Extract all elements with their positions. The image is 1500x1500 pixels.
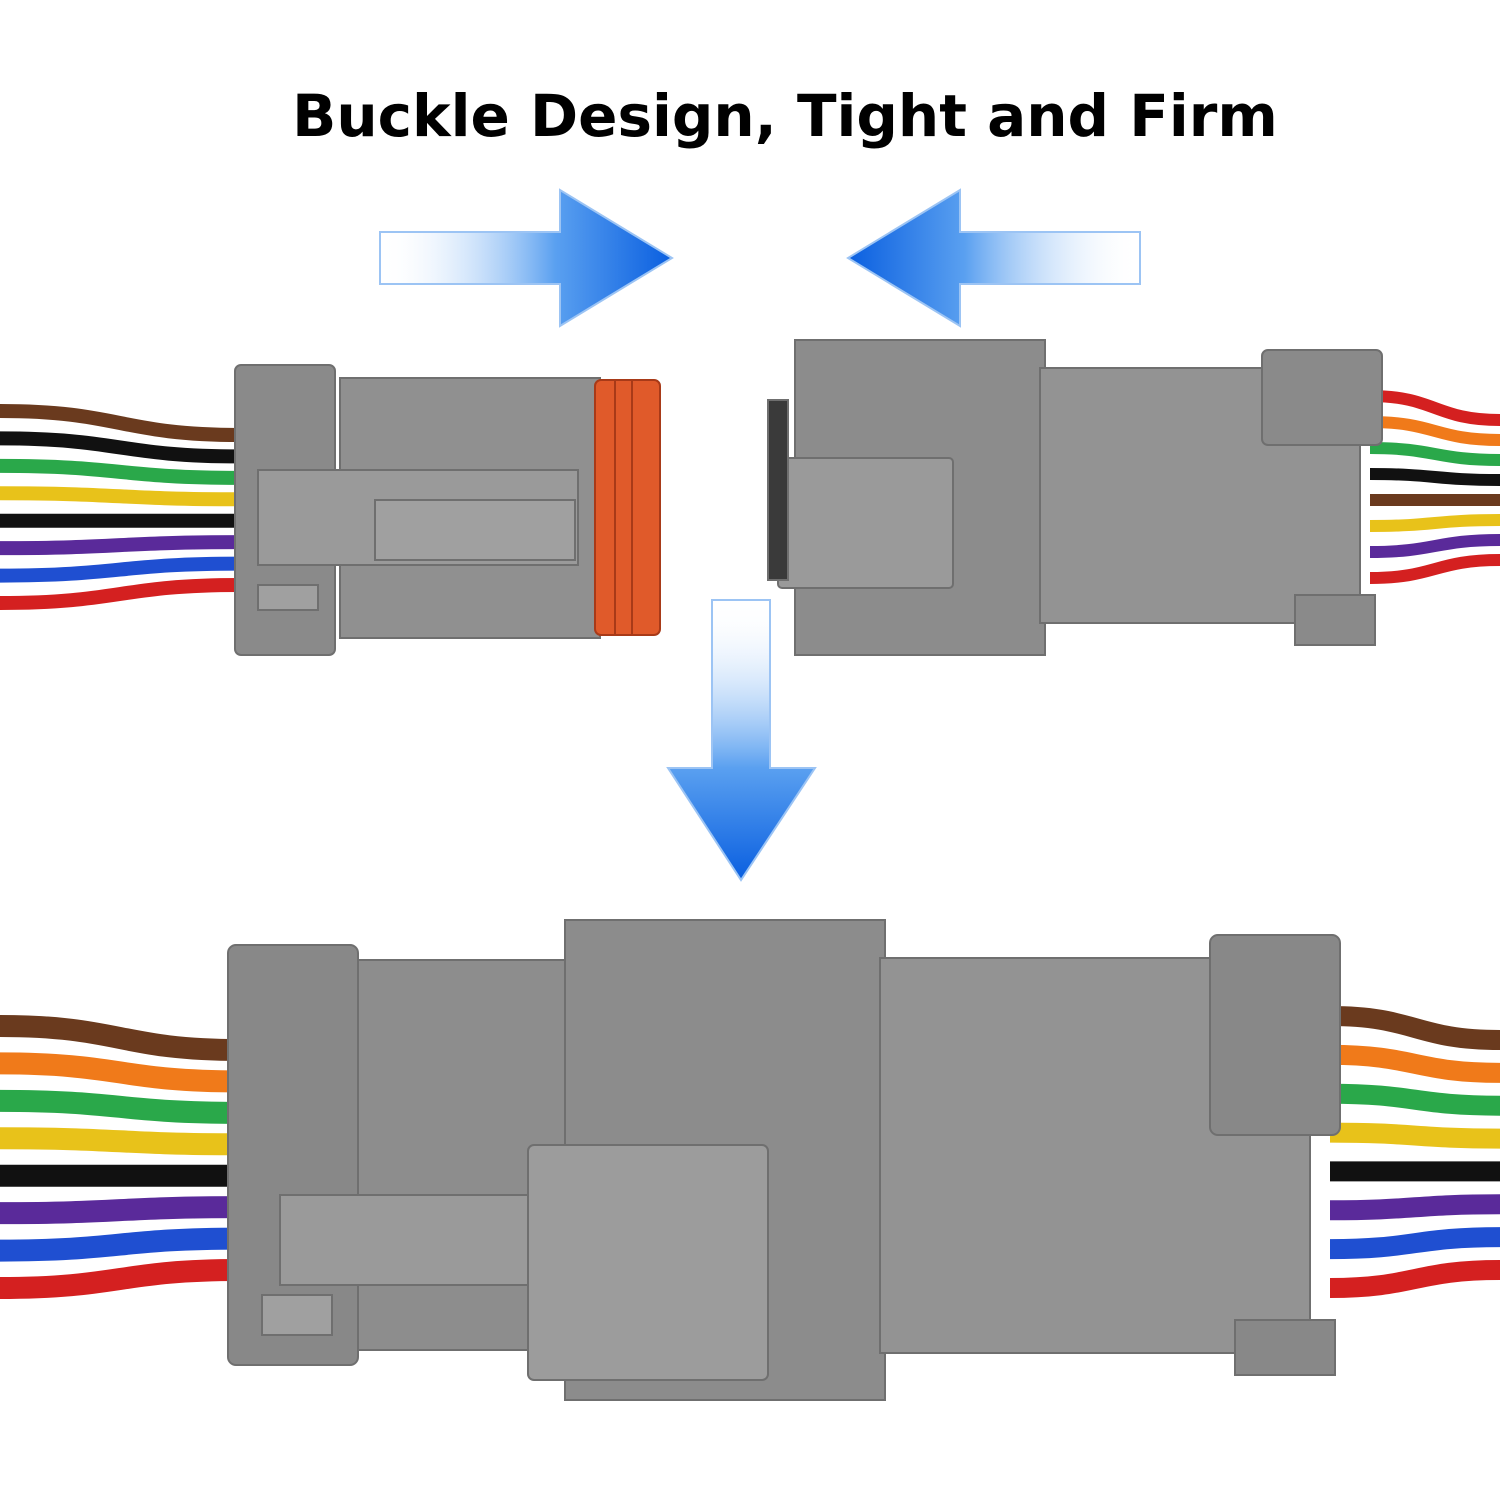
wire — [1329, 1194, 1500, 1221]
wire — [1329, 1260, 1500, 1298]
wire — [1369, 534, 1500, 558]
wire — [1329, 1083, 1500, 1116]
wire — [1329, 1044, 1500, 1083]
wire — [1369, 442, 1500, 466]
wire — [0, 458, 241, 485]
wire — [1329, 1122, 1500, 1149]
wire — [1329, 1006, 1500, 1050]
wire — [0, 1259, 241, 1299]
wire — [1329, 1227, 1500, 1260]
wire — [1369, 514, 1500, 532]
wire — [0, 1196, 241, 1225]
wire — [0, 431, 241, 464]
wires-top-left — [0, 404, 241, 610]
arrow-left-icon — [846, 188, 1141, 328]
wire — [0, 404, 241, 442]
wire — [1369, 416, 1500, 446]
wire — [0, 535, 241, 556]
wire — [0, 556, 241, 583]
wires-top-right — [1369, 390, 1500, 584]
female-connector — [234, 364, 661, 656]
wire — [0, 1127, 241, 1156]
wire — [0, 486, 241, 507]
wire — [0, 1052, 241, 1093]
mated-connector-assembly — [227, 919, 1341, 1401]
arrow-down-icon — [666, 599, 817, 882]
male-connector — [767, 339, 1383, 656]
arrow-right-icon — [379, 188, 674, 328]
wire — [0, 1089, 241, 1124]
headline: Buckle Design, Tight and Firm — [292, 82, 1278, 150]
wire — [0, 1227, 241, 1262]
wire — [0, 578, 241, 610]
wires-bottom-right — [1329, 1006, 1500, 1298]
wire — [1369, 390, 1500, 426]
wire — [1369, 468, 1500, 486]
wire — [0, 1015, 241, 1061]
wires-bottom-left — [0, 1015, 241, 1299]
wire — [1369, 554, 1500, 584]
